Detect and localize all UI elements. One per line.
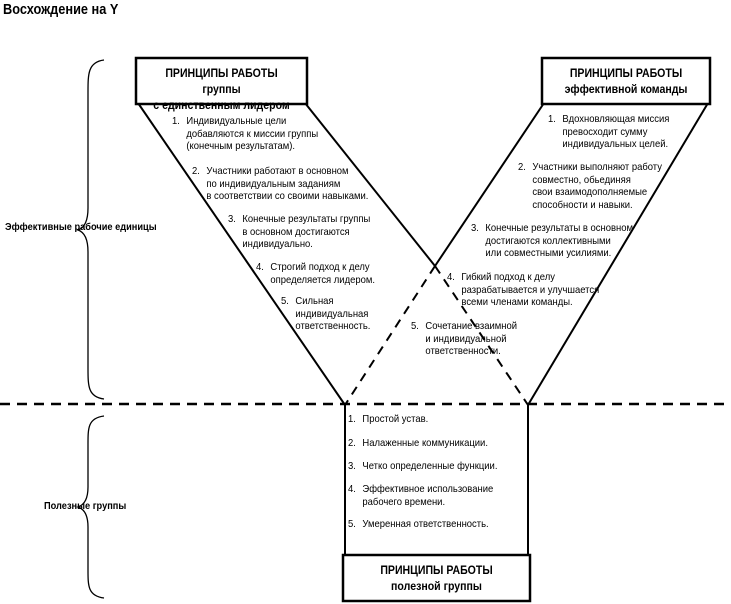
right-list-item: 2.Участники выполняют работу совместно, … (518, 161, 662, 211)
left-list-item: 3.Конечные результаты группы в основном … (228, 213, 371, 250)
diagram-title: Восхождение на Y (3, 1, 119, 18)
left-list-item: 1.Индивидуальные цели добавляются к мисс… (172, 115, 319, 152)
left-list-item: 4.Строгий подход к делу определяется лид… (256, 261, 375, 286)
bottom-list-item: 1.Простой устав. (348, 413, 429, 425)
bottom-list-item: 4.Эффективное использование рабочего вре… (348, 483, 494, 508)
right-list-item: 1.Вдохновляющая миссия превосходит сумму… (548, 113, 670, 150)
upper-brace (75, 59, 105, 400)
left-heading-text: ПРИНЦИПЫ РАБОТЫ группы с единственным ли… (153, 66, 290, 112)
lower-brace (75, 415, 105, 599)
bottom-list-item: 3.Четко определенные функции. (348, 460, 498, 472)
useful-groups-label: Полезные группы (44, 500, 127, 512)
left-arm-outer-edge (137, 102, 346, 406)
right-heading-text: ПРИНЦИПЫ РАБОТЫ эффективной команды (564, 66, 688, 96)
right-arm-inner-edge (434, 102, 545, 267)
right-list-item: 5.Сочетание взаимной и индивидуальной от… (411, 320, 518, 357)
left-arm-dashed-continuation (434, 265, 529, 406)
bottom-heading-text: ПРИНЦИПЫ РАБОТЫ полезной группы (380, 563, 493, 593)
effective-units-label: Эффективные рабочие единицы (5, 221, 157, 233)
bottom-heading-box (341, 553, 532, 603)
right-list-item: 4.Гибкий подход к делу разрабатывается и… (447, 271, 600, 308)
bottom-list-item: 2.Налаженные коммуникации. (348, 437, 488, 449)
bottom-list-item: 5.Умеренная ответственность. (348, 518, 489, 530)
left-list-item: 2.Участники работают в основном по индив… (192, 165, 369, 202)
right-arm-dashed-continuation (344, 265, 436, 406)
right-list-item: 3.Конечные результаты в основном достига… (471, 222, 633, 259)
right-arm-outer-edge (527, 102, 709, 406)
left-heading-box (134, 56, 309, 106)
right-heading-box (540, 56, 712, 106)
left-list-item: 5.Сильная индивидуальная ответственность… (281, 295, 371, 332)
left-arm-inner-edge (304, 102, 436, 267)
